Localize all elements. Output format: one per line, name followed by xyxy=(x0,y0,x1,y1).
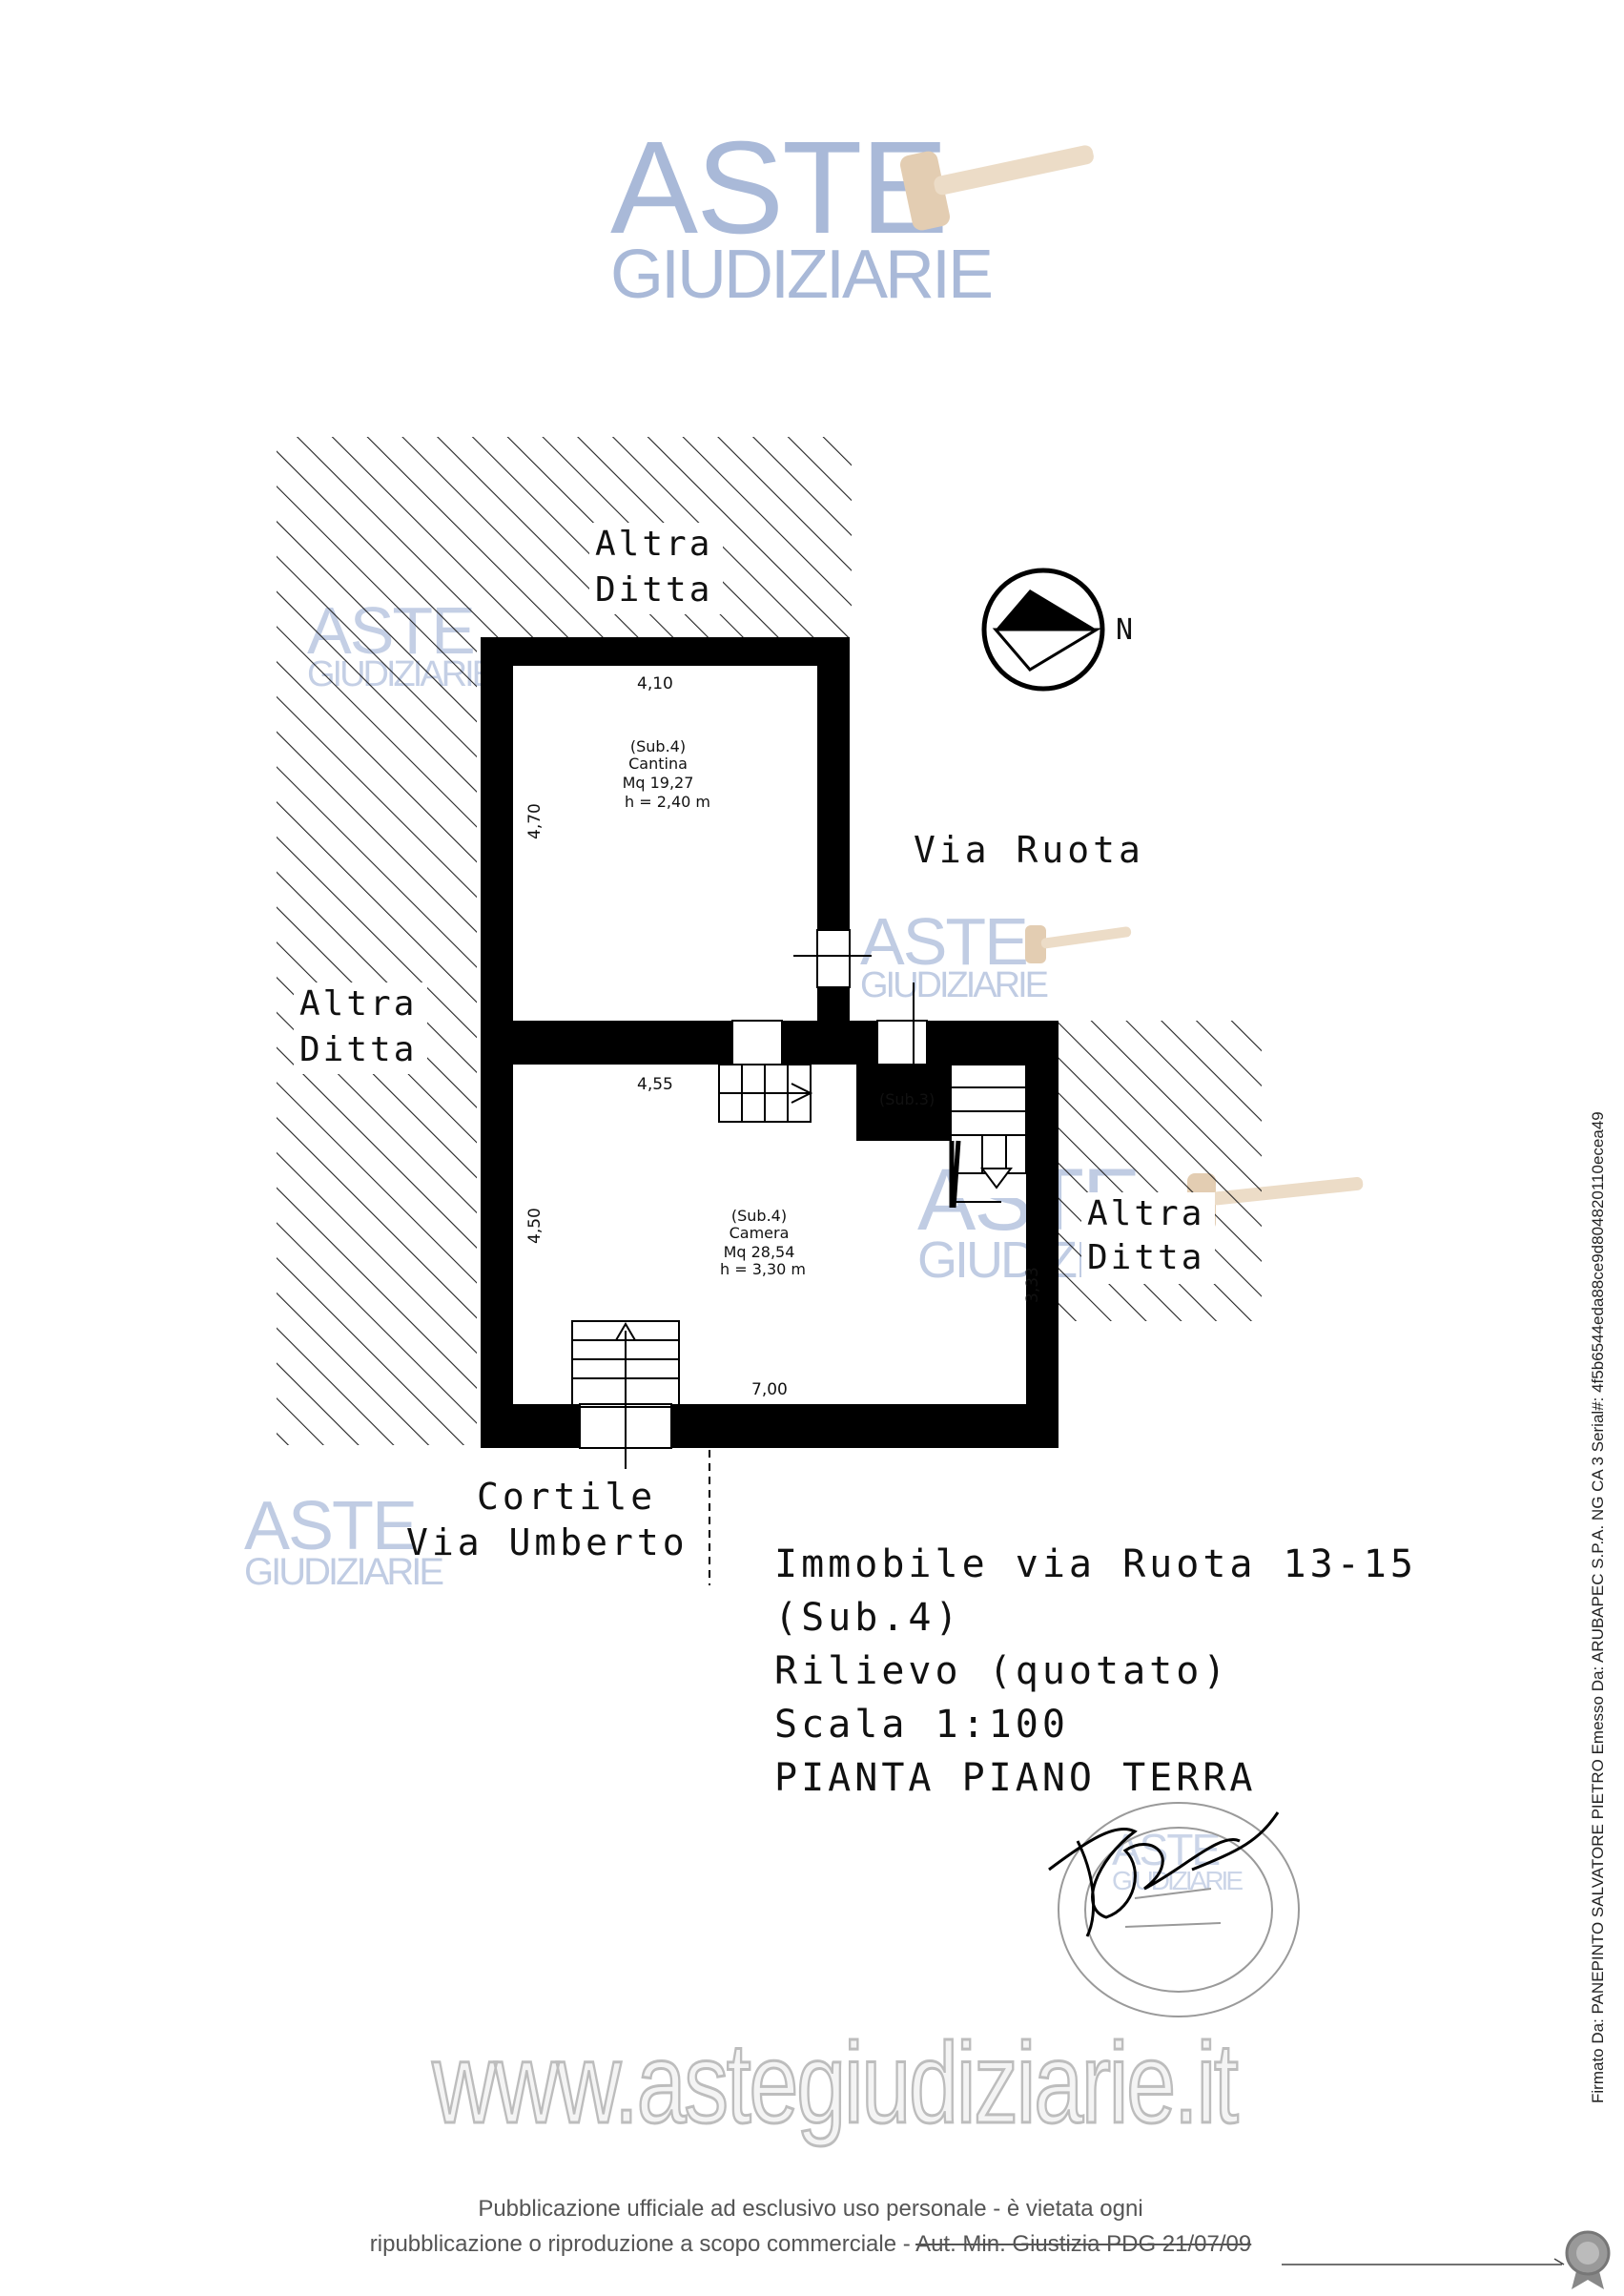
camera-sub: (Sub.4) xyxy=(731,1207,787,1225)
watermark-giudiziarie: GIUDIZIARIE xyxy=(244,1551,444,1593)
seal-badge-icon xyxy=(1565,2230,1611,2289)
dim-cantina-depth: 4,70 xyxy=(525,803,545,839)
label-altra-left-1: Altra xyxy=(299,984,417,1024)
watermark-logo-3: ASTE GIUDIZIARIE xyxy=(860,904,1049,1005)
watermark-giudiziarie: GIUDIZIARIE xyxy=(860,965,1049,1005)
label-altra-top-1: Altra xyxy=(595,525,712,564)
label-cortile: Cortile xyxy=(477,1476,656,1518)
cantina-sub: (Sub.4) xyxy=(630,737,686,755)
caption-line-2: (Sub.4) xyxy=(774,1596,962,1640)
notary-stamp-seal xyxy=(1058,1802,1300,2017)
handwritten-signature xyxy=(1048,1811,1280,1937)
room-sub3: (Sub.3) xyxy=(879,1090,935,1108)
gavel-icon xyxy=(1025,925,1132,963)
dim-right-depth: 3,33 xyxy=(1023,1267,1042,1303)
caption-line-3: Rilievo (quotato) xyxy=(774,1649,1230,1693)
caption-line-5: PIANTA PIANO TERRA xyxy=(774,1756,1257,1800)
caption-line-1: Immobile via Ruota 13-15 xyxy=(774,1542,1417,1586)
hatch-neighbour-top-left xyxy=(277,437,852,1445)
watermark-aste: ASTE xyxy=(610,114,948,261)
north-arrow-icon xyxy=(981,568,1105,692)
footer-line-2b: Aut. Min. Giustizia PDG 21/07/09 xyxy=(915,2231,1252,2257)
watermark-site-url: www.astegiudiziarie.it xyxy=(431,2018,1240,2149)
footer-notice: Pubblicazione ufficiale ad esclusivo uso… xyxy=(286,2191,1335,2262)
cantina-height: h = 2,40 m xyxy=(625,793,710,811)
camera-area: Mq 28,54 xyxy=(724,1243,795,1261)
cantina-name: Cantina xyxy=(628,755,688,773)
watermark-logo-5: ASTE GIUDIZIARIE xyxy=(244,1488,444,1593)
camera-height: h = 3,30 m xyxy=(720,1260,806,1278)
dim-camera-width: 4,55 xyxy=(637,1075,673,1094)
room-cantina: (Sub.4) Cantina Mq 19,27 h = 2,40 m xyxy=(623,737,710,811)
footer-line-2: ripubblicazione o riproduzione a scopo c… xyxy=(286,2226,1335,2262)
footer-line-1: Pubblicazione ufficiale ad esclusivo uso… xyxy=(478,2196,1143,2222)
label-altra-right-2: Ditta xyxy=(1087,1238,1204,1277)
dim-cantina-width: 4,10 xyxy=(637,674,673,693)
footer-line-2a: ripubblicazione o riproduzione a scopo c… xyxy=(369,2231,916,2257)
label-altra-left-2: Ditta xyxy=(299,1030,417,1069)
digital-signature-info: Firmato Da: PANEPINTO SALVATORE PIETRO E… xyxy=(1589,1111,1607,2103)
watermark-giudiziarie: GIUDIZIARIE xyxy=(610,237,994,313)
gavel-icon xyxy=(899,145,1094,231)
dim-front-width: 7,00 xyxy=(751,1380,788,1399)
watermark-aste: ASTE xyxy=(244,1488,418,1564)
watermark-logo-main: ASTE GIUDIZIARIE xyxy=(610,114,994,313)
label-via-umberto: Via Umberto xyxy=(406,1521,689,1563)
label-via-ruota: Via Ruota xyxy=(914,829,1144,871)
label-altra-right-1: Altra xyxy=(1087,1194,1204,1233)
openings xyxy=(579,929,1026,1449)
label-altra-top-2: Ditta xyxy=(595,570,712,610)
room-camera: (Sub.4) Camera Mq 28,54 h = 3,30 m xyxy=(720,1207,806,1278)
dim-camera-depth: 4,50 xyxy=(525,1208,545,1244)
camera-name: Camera xyxy=(730,1224,790,1242)
watermark-aste: ASTE xyxy=(860,904,1029,979)
stairs xyxy=(571,1064,1027,1469)
north-label: N xyxy=(1116,613,1133,647)
cantina-area: Mq 19,27 xyxy=(623,774,694,792)
caption-line-4: Scala 1:100 xyxy=(774,1703,1069,1747)
drawing-caption: Immobile via Ruota 13-15 (Sub.4) Rilievo… xyxy=(774,1538,1417,1805)
